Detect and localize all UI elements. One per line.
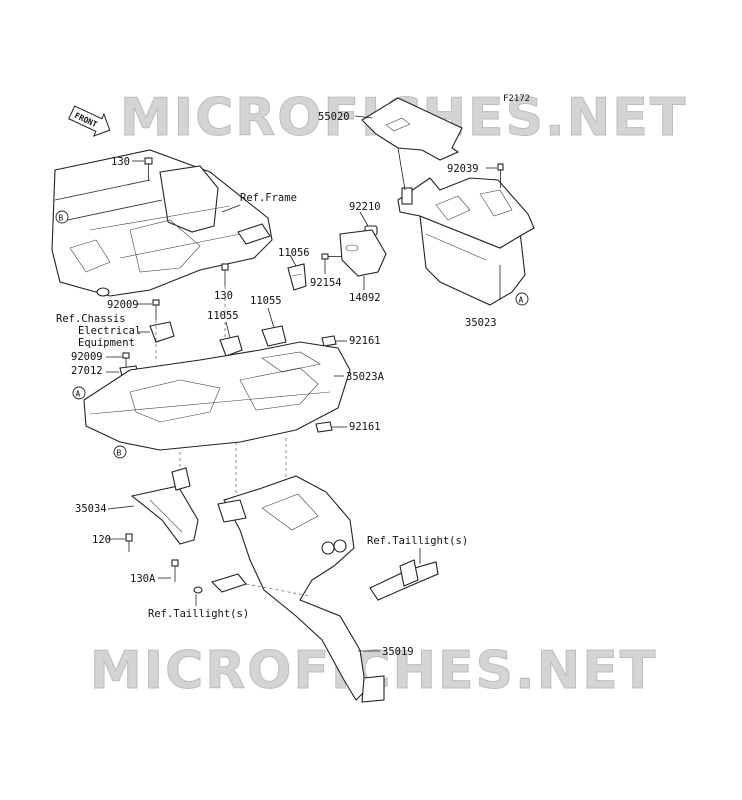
part-35023a-tray bbox=[83, 341, 351, 451]
part-92161-b-pad bbox=[315, 421, 333, 433]
ref-chassis-line2: Electrical bbox=[78, 325, 141, 337]
taillight-bracket-right bbox=[369, 559, 439, 601]
ref-frame: Ref.Frame bbox=[240, 192, 297, 204]
part-label-14092: 14092 bbox=[349, 292, 381, 304]
part-label-27012: 27012 bbox=[71, 365, 103, 377]
part-label-130-top: 130 bbox=[111, 156, 130, 168]
part-label-35023a: 35023A bbox=[346, 371, 385, 383]
callout-a-left bbox=[72, 386, 86, 400]
electrical-clip bbox=[149, 321, 175, 343]
taillight-bracket-left bbox=[193, 573, 247, 594]
part-label-92154: 92154 bbox=[310, 277, 342, 289]
part-35034-arm bbox=[130, 467, 199, 545]
callout-b-tray-label: B bbox=[117, 449, 122, 458]
callout-b-tray bbox=[113, 445, 127, 459]
frame-structure bbox=[51, 149, 273, 297]
part-label-35034: 35034 bbox=[75, 503, 107, 515]
part-11055-b-bracket bbox=[261, 325, 287, 347]
part-label-35019: 35019 bbox=[382, 646, 414, 658]
part-14092-cover bbox=[339, 229, 387, 277]
part-label-35023: 35023 bbox=[465, 317, 497, 329]
callout-b-frame bbox=[55, 210, 69, 224]
part-label-92210: 92210 bbox=[349, 201, 381, 213]
part-label-11055-a: 11055 bbox=[207, 310, 239, 322]
diagram-code: F2172 bbox=[503, 94, 530, 104]
part-11056-bracket bbox=[287, 263, 307, 291]
ref-chassis-electrical-equipment: Ref.Chassis Electrical Equipment bbox=[56, 313, 141, 349]
part-92161-a-pad bbox=[321, 335, 337, 347]
part-92009-a-screw bbox=[152, 299, 160, 320]
part-label-92161-a: 92161 bbox=[349, 335, 381, 347]
ref-chassis-line1: Ref.Chassis bbox=[56, 313, 126, 325]
part-label-55020: 55020 bbox=[318, 111, 350, 123]
part-130-top-bolt bbox=[144, 157, 153, 180]
part-label-130-mid: 130 bbox=[214, 290, 233, 302]
part-label-11056: 11056 bbox=[278, 247, 310, 259]
part-92039-bolt bbox=[497, 163, 504, 188]
callout-a-left-label: A bbox=[76, 390, 81, 399]
part-label-11055-b: 11055 bbox=[250, 295, 282, 307]
leader-55020 bbox=[354, 115, 373, 119]
part-11055-a-bracket bbox=[219, 335, 243, 357]
part-130-mid-bolt bbox=[221, 263, 229, 286]
part-label-92039: 92039 bbox=[447, 163, 479, 175]
part-label-92161-b: 92161 bbox=[349, 421, 381, 433]
front-arrow-icon: FRONT bbox=[68, 105, 111, 137]
ref-taillight-bottom: Ref.Taillight(s) bbox=[148, 608, 249, 620]
callout-a-right-label: A bbox=[519, 296, 524, 305]
part-label-120: 120 bbox=[92, 534, 111, 546]
part-92154-screw bbox=[321, 253, 342, 260]
assembly-guides bbox=[155, 286, 287, 498]
callout-a-right bbox=[515, 292, 529, 306]
part-120-bolt bbox=[125, 533, 133, 552]
part-35019-tail-frame bbox=[217, 475, 385, 703]
part-130a-bolt bbox=[171, 559, 179, 582]
callout-b-frame-label: B bbox=[59, 214, 64, 223]
ref-taillight-right: Ref.Taillight(s) bbox=[367, 535, 468, 547]
leader-55020-drop bbox=[397, 147, 406, 191]
part-label-92009-b: 92009 bbox=[71, 351, 103, 363]
part-label-130a: 130A bbox=[130, 573, 156, 585]
part-label-92009-a: 92009 bbox=[107, 299, 139, 311]
part-55020-sheet bbox=[361, 97, 463, 161]
ref-chassis-line3: Equipment bbox=[78, 337, 135, 349]
part-92009-b-screw bbox=[122, 352, 130, 368]
part-35023-tray bbox=[397, 177, 535, 306]
